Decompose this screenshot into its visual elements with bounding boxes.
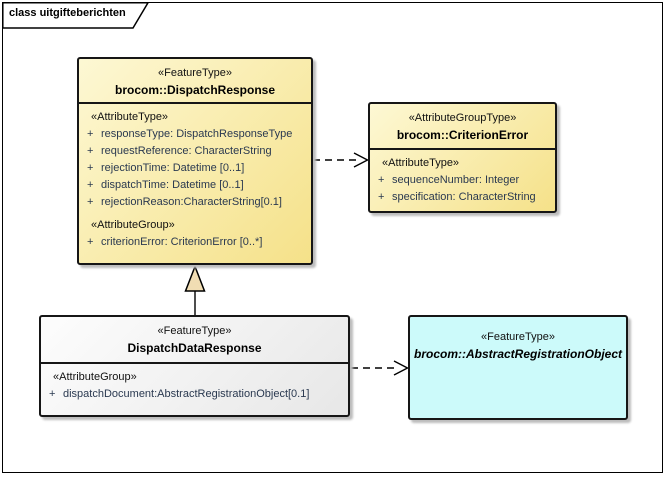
class-attribute-compartment: «AttributeType» + responseType: Dispatch…: [79, 104, 311, 251]
visibility-plus: +: [87, 145, 94, 157]
attribute-text: dispatchDocument:AbstractRegistrationObj…: [63, 388, 310, 400]
class-stereotype: «FeatureType»: [158, 67, 232, 79]
visibility-plus: +: [87, 236, 94, 248]
attribute-row: + criterionError: CriterionError [0..*]: [85, 234, 307, 251]
attribute-row: + rejectionTime: Datetime [0..1]: [85, 160, 307, 177]
attribute-text: dispatchTime: Datetime [0..1]: [101, 179, 244, 191]
attribute-type-stereotype: «AttributeType»: [382, 157, 460, 169]
visibility-plus: +: [87, 128, 94, 140]
attribute-row: + dispatchTime: Datetime [0..1]: [85, 177, 307, 194]
class-stereotype: «FeatureType»: [481, 331, 555, 343]
dependency-arrow-abstract-registration-object[interactable]: [351, 360, 410, 376]
class-header: «FeatureType» DispatchDataResponse: [41, 317, 348, 364]
attribute-text: responseType: DispatchResponseType: [101, 128, 293, 140]
attribute-row: + responseType: DispatchResponseType: [85, 126, 307, 143]
attribute-type-stereotype: «AttributeType»: [91, 111, 169, 123]
diagram-frame: [2, 2, 663, 473]
class-box-dispatch-data-response[interactable]: «FeatureType» DispatchDataResponse «Attr…: [39, 315, 350, 417]
class-header: «FeatureType» brocom::DispatchResponse: [79, 59, 311, 104]
class-name: brocom::AbstractRegistrationObject: [413, 347, 623, 361]
class-box-criterion-error[interactable]: «AttributeGroupType» brocom::CriterionEr…: [368, 102, 557, 213]
class-stereotype: «AttributeGroupType»: [408, 112, 517, 124]
class-attribute-compartment: «AttributeGroup» + dispatchDocument:Abst…: [41, 364, 348, 403]
class-attribute-compartment: «AttributeType» + sequenceNumber: Intege…: [370, 150, 555, 206]
visibility-plus: +: [378, 191, 385, 203]
diagram-tab-label: class uitgifteberichten: [9, 7, 126, 19]
class-box-abstract-registration-object[interactable]: «FeatureType» brocom::AbstractRegistrati…: [408, 315, 628, 420]
generalization-connector[interactable]: [184, 264, 206, 316]
visibility-plus: +: [378, 174, 385, 186]
attribute-text: requestReference: CharacterString: [101, 145, 272, 157]
visibility-plus: +: [87, 196, 94, 208]
attribute-row: + requestReference: CharacterString: [85, 143, 307, 160]
class-box-dispatch-response[interactable]: «FeatureType» brocom::DispatchResponse «…: [77, 57, 313, 265]
attribute-text: sequenceNumber: Integer: [392, 174, 520, 186]
visibility-plus: +: [87, 162, 94, 174]
attribute-text: specification: CharacterString: [392, 191, 536, 203]
attribute-text: rejectionReason:CharacterString[0.1]: [101, 196, 282, 208]
class-name: brocom::CriterionError: [396, 128, 529, 142]
attribute-group-stereotype: «AttributeGroup»: [91, 219, 175, 231]
attribute-group-stereotype: «AttributeGroup»: [53, 371, 137, 383]
attribute-row: + sequenceNumber: Integer: [376, 172, 551, 189]
class-header: «FeatureType» brocom::AbstractRegistrati…: [410, 317, 626, 364]
visibility-plus: +: [87, 179, 94, 191]
diagram-frame-tab: [2, 2, 150, 29]
visibility-plus: +: [49, 388, 56, 400]
attribute-text: rejectionTime: Datetime [0..1]: [101, 162, 245, 174]
attribute-row: + rejectionReason:CharacterString[0.1]: [85, 194, 307, 211]
dependency-arrow-criterion-error[interactable]: [313, 152, 370, 168]
generalization-triangle-icon: [184, 264, 206, 292]
class-name: brocom::DispatchResponse: [114, 83, 276, 97]
attribute-row: + specification: CharacterString: [376, 189, 551, 206]
class-header: «AttributeGroupType» brocom::CriterionEr…: [370, 104, 555, 150]
attribute-row: + dispatchDocument:AbstractRegistrationO…: [47, 386, 344, 403]
class-name: DispatchDataResponse: [127, 341, 262, 355]
attribute-text: criterionError: CriterionError [0..*]: [101, 236, 263, 248]
class-stereotype: «FeatureType»: [157, 325, 232, 337]
